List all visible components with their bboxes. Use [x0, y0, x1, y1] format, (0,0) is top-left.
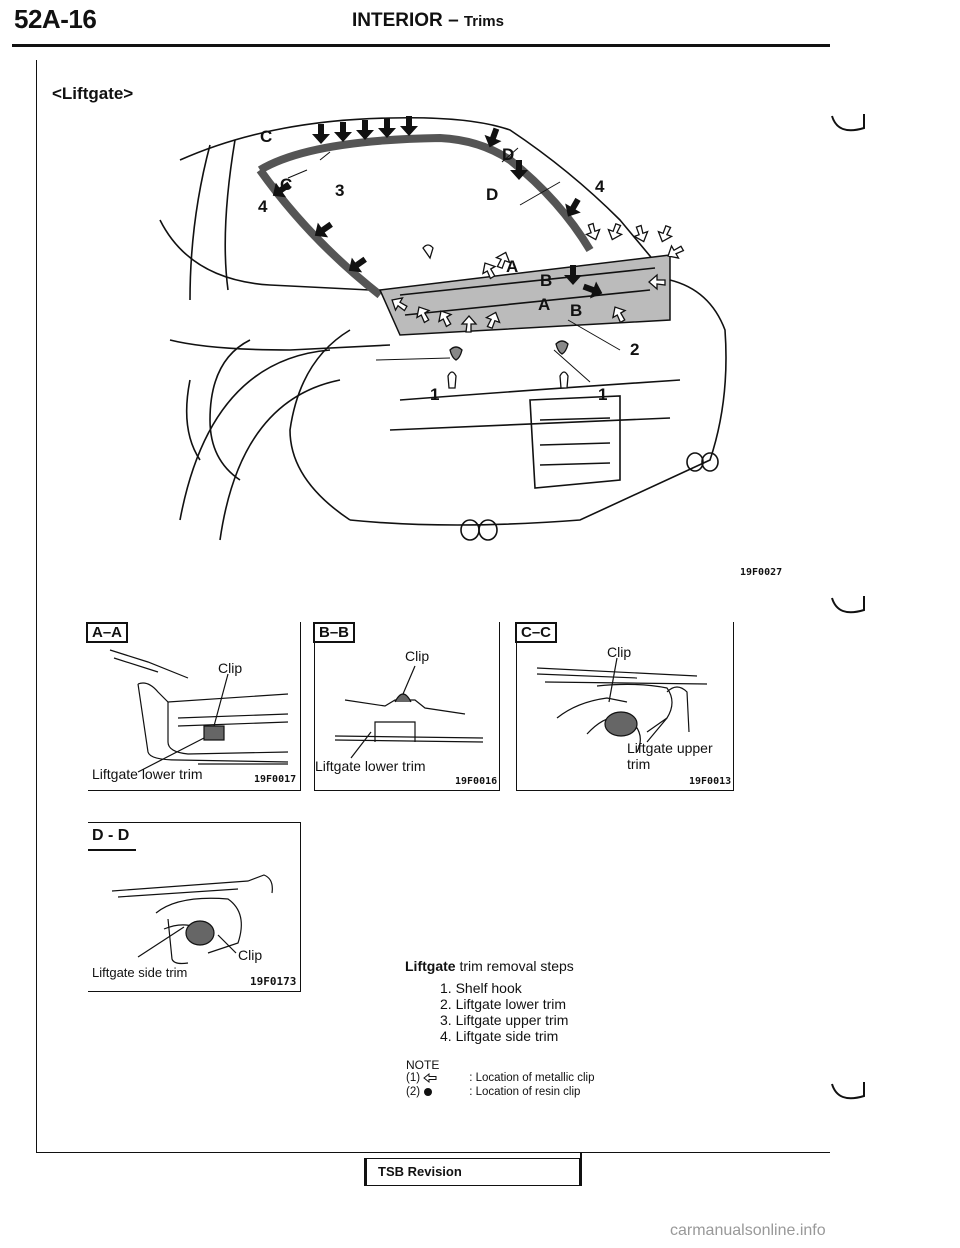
- panel-tag-d-d: D - D: [92, 827, 130, 844]
- panel-b-b: B–B Clip Liftgate lower trim 19F0016: [313, 622, 500, 791]
- panel-a-a: A–A Clip Liftgate lower trim 19F0017: [86, 622, 301, 791]
- note-heading: NOTE: [406, 1058, 440, 1072]
- removal-step-1: 1. Shelf hook: [440, 980, 522, 996]
- callout-d-upper: D: [502, 145, 514, 164]
- panel-c-c: C–C Clip Liftgate upper trim 19F0013: [515, 622, 734, 791]
- panel-c-c-code: 19F0013: [689, 776, 732, 787]
- margin-mark-2: [831, 596, 865, 614]
- panel-b-b-part-label: Liftgate lower trim: [315, 758, 426, 774]
- subsection-title: Trims: [463, 13, 504, 30]
- callout-1-right: 1: [598, 385, 607, 404]
- panel-d-d-clip-label: Clip: [238, 947, 263, 963]
- tsb-revision-box: [364, 1158, 580, 1186]
- note-text-1: : Location of metallic clip: [469, 1072, 595, 1084]
- callout-b-lower: B: [570, 301, 582, 320]
- tsb-revision-label: TSB Revision: [378, 1164, 462, 1179]
- page-title: INTERIOR – Trims: [352, 10, 504, 32]
- note-row-metallic: (1) : Location of metallic clip: [406, 1072, 595, 1084]
- callout-d-lower: D: [486, 185, 498, 204]
- removal-steps-title-bold: Liftgate: [405, 958, 456, 974]
- removal-steps-title-rest: trim removal steps: [459, 958, 574, 974]
- panel-tag-b-b: B–B: [313, 622, 356, 643]
- note-num-2: (2): [406, 1086, 421, 1098]
- panel-c-c-clip-label: Clip: [607, 644, 632, 660]
- callout-1-left: 1: [430, 385, 439, 404]
- margin-mark-1: [831, 114, 865, 132]
- panel-c-c-drawing: [536, 657, 708, 753]
- panel-d-d-tag-underline: [88, 849, 136, 851]
- panel-d-d: D - D Clip Liftgate side trim 19F0173: [88, 822, 301, 992]
- note-num-1: (1): [406, 1072, 421, 1084]
- resin-clip-dot-icon: [424, 1087, 433, 1096]
- watermark: carmanualsonline.info: [670, 1222, 826, 1239]
- footer-rule: [36, 1152, 830, 1153]
- left-margin-rule: [36, 60, 37, 1152]
- callout-b-upper: B: [540, 271, 552, 290]
- removal-step-3: 3. Liftgate upper trim: [440, 1012, 569, 1028]
- removal-step-4: 4. Liftgate side trim: [440, 1028, 559, 1044]
- panel-c-c-part-label: Liftgate upper trim: [627, 740, 713, 772]
- callout-c-lower: C: [280, 175, 292, 194]
- header-rule: [12, 44, 830, 47]
- panel-tag-c-c: C–C: [515, 622, 558, 643]
- callout-4-left: 4: [258, 197, 268, 216]
- panel-tag-a-a: A–A: [86, 622, 129, 643]
- panel-b-b-clip-label: Clip: [405, 648, 430, 664]
- margin-mark-3: [831, 1082, 865, 1100]
- callout-3: 3: [335, 181, 344, 200]
- panel-d-d-code: 19F0173: [250, 975, 297, 988]
- note-text-2: : Location of resin clip: [469, 1086, 581, 1098]
- note-row-resin: (2) : Location of resin clip: [406, 1086, 580, 1098]
- section-label: <Liftgate>: [52, 84, 134, 103]
- panel-a-a-clip-label: Clip: [218, 660, 243, 676]
- removal-step-2: 2. Liftgate lower trim: [440, 996, 567, 1012]
- liftgate-main-illustration: C C 3 4 4 D D A B A B 2 1 1: [159, 116, 727, 541]
- callout-4-right: 4: [595, 177, 605, 196]
- page-number: 52A-16: [14, 4, 97, 34]
- callout-2: 2: [630, 340, 639, 359]
- title-dash: –: [448, 10, 459, 31]
- panel-a-a-code: 19F0017: [254, 774, 297, 785]
- panel-d-d-part-label: Liftgate side trim: [92, 965, 188, 980]
- panel-b-b-drawing: [334, 665, 484, 759]
- footer-vertical-rule: [580, 1152, 582, 1186]
- section-title: INTERIOR: [352, 10, 443, 31]
- removal-steps-title: Liftgate trim removal steps: [405, 958, 574, 974]
- panel-b-b-code: 19F0016: [455, 776, 498, 787]
- panel-d-d-drawing: [111, 874, 273, 965]
- metallic-clip-arrow-icon: [423, 1072, 437, 1084]
- panel-a-a-part-label: Liftgate lower trim: [92, 766, 203, 782]
- panel-a-a-drawing: [109, 649, 289, 773]
- callout-a-lower: A: [538, 295, 550, 314]
- main-figure-code: 19F0027: [740, 567, 783, 578]
- callout-c-upper: C: [260, 127, 272, 146]
- callout-a-upper: A: [506, 257, 518, 276]
